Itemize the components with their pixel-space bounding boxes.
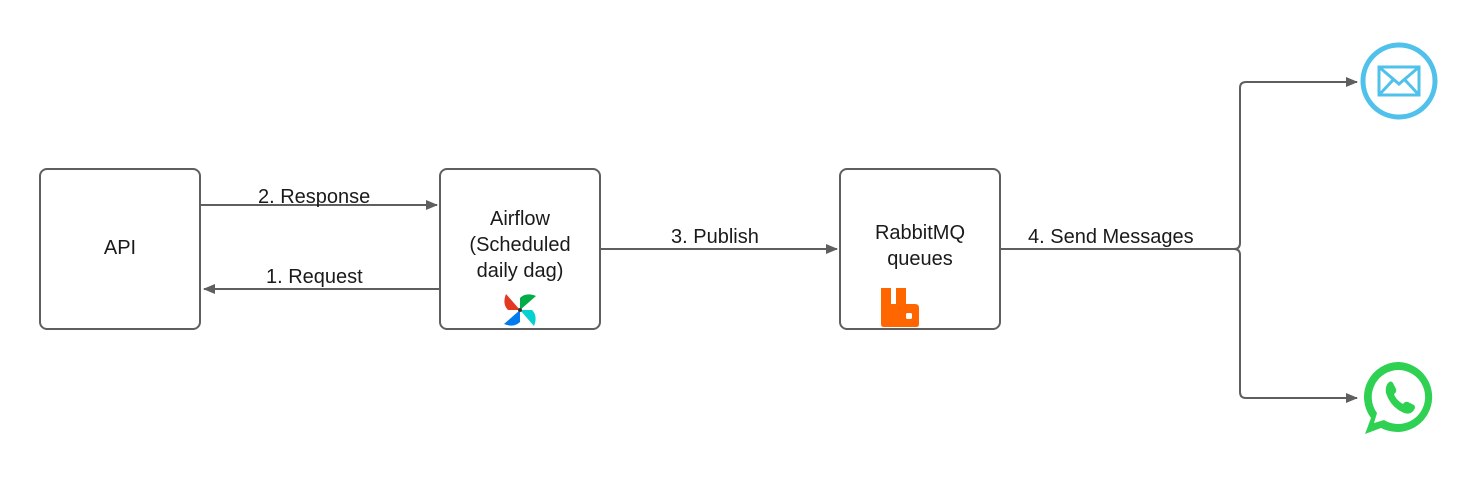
rabbitmq-node: RabbitMQ queues xyxy=(839,168,1001,330)
airflow-label-line-3: daily dag) xyxy=(476,260,564,282)
email-branch-arrow xyxy=(1233,77,1358,250)
airflow-pinwheel-icon xyxy=(504,294,536,326)
whatsapp-icon xyxy=(1364,362,1433,434)
email-icon xyxy=(1360,42,1438,120)
rabbitmq-label-line-1: RabbitMQ xyxy=(874,222,966,244)
whatsapp-branch-arrow xyxy=(1233,248,1358,403)
api-label: API xyxy=(103,237,137,259)
airflow-node: Airflow (Scheduled daily dag) xyxy=(439,168,601,330)
airflow-label-line-1: Airflow xyxy=(489,208,550,230)
rabbitmq-label-line-2: queues xyxy=(887,248,953,270)
send-messages-label: 4. Send Messages xyxy=(1028,226,1194,248)
rabbitmq-icon xyxy=(881,288,919,327)
request-label: 1. Request xyxy=(266,266,363,288)
publish-label: 3. Publish xyxy=(671,226,759,248)
response-label: 2. Response xyxy=(258,186,371,208)
api-node: API xyxy=(39,168,201,330)
airflow-label-line-2: (Scheduled xyxy=(469,234,571,256)
